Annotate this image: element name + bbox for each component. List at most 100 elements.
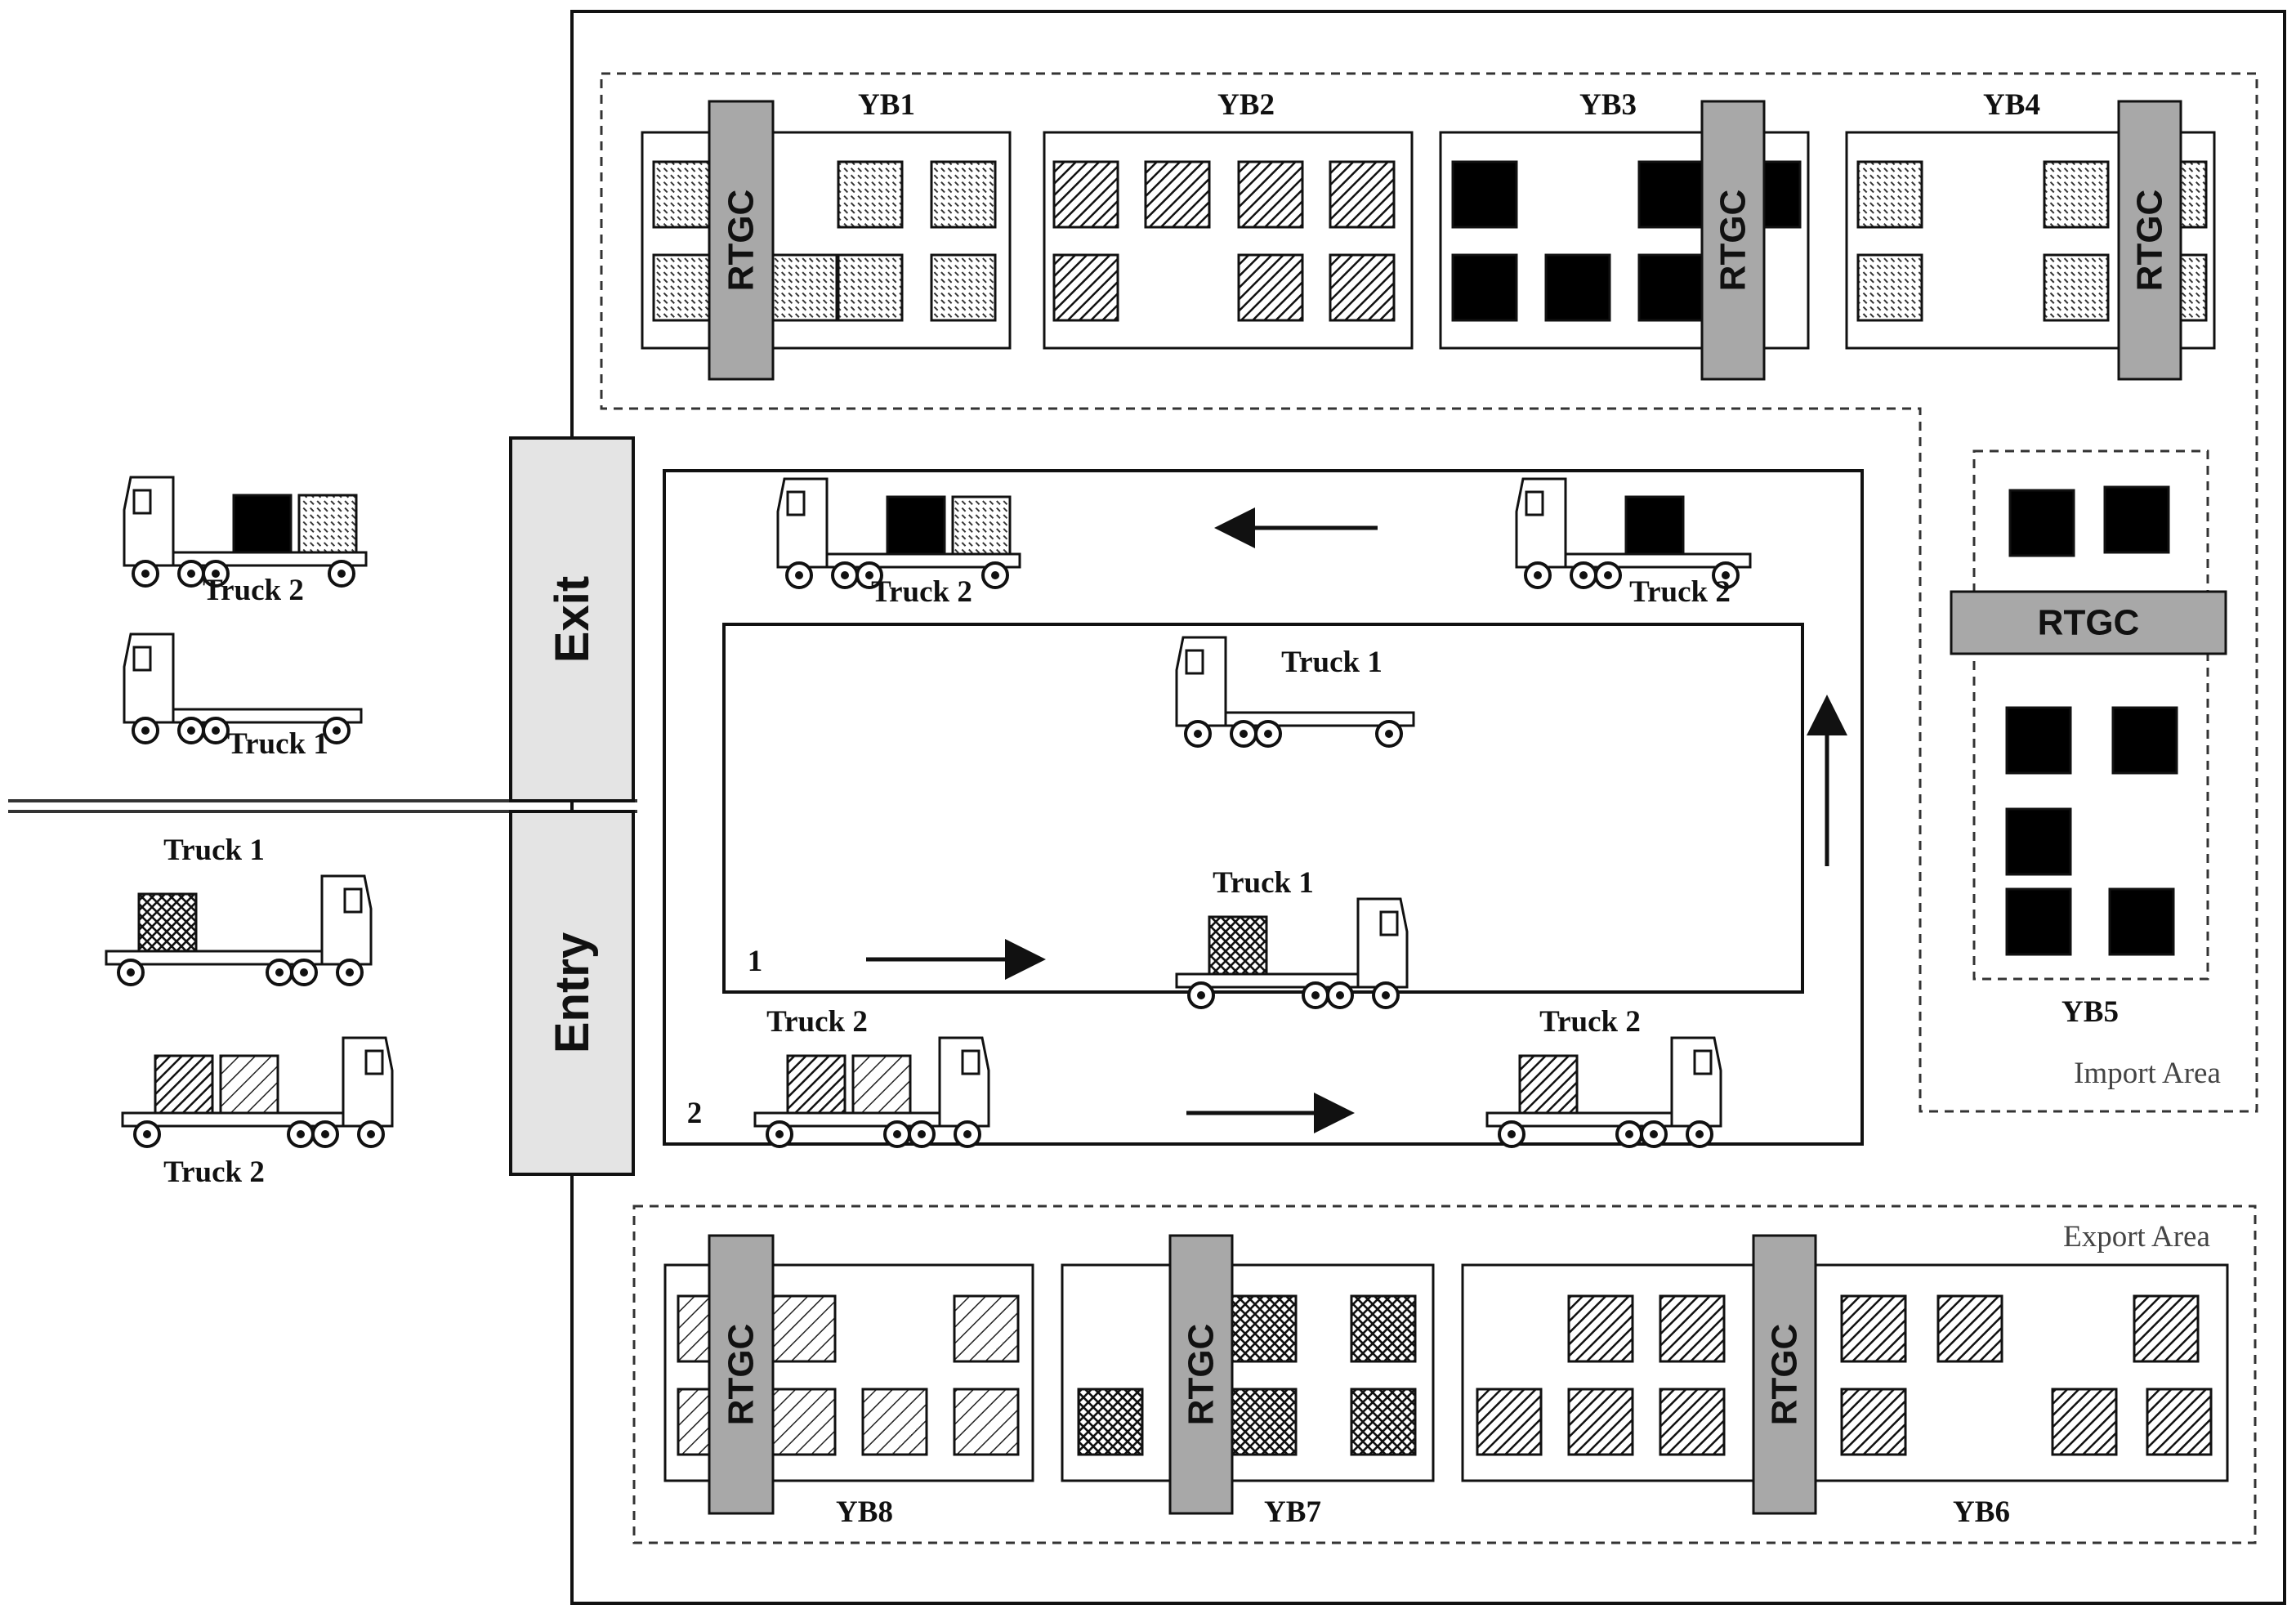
container-light-hatch — [953, 1294, 1020, 1363]
truck-cab — [123, 476, 175, 567]
container-solid-black — [1451, 160, 1518, 229]
yard-block-label-yb8: YB8 — [836, 1495, 893, 1529]
container-solid-black — [2005, 807, 2072, 876]
container-light-hatch — [770, 1388, 837, 1456]
export-area-label: Export Area — [2063, 1220, 2210, 1254]
terminal-boundary — [570, 10, 2286, 1605]
yb5-area-outline — [1972, 449, 2209, 981]
container-crosshatch — [137, 892, 198, 953]
container-crosshatch — [1231, 1388, 1298, 1456]
entry-gate: Entry — [509, 810, 635, 1176]
lane-2-label: 2 — [687, 1097, 703, 1130]
yard-block-yb7: RTGC — [1061, 1234, 1435, 1515]
yard-block-yb4: RTGC — [1845, 100, 2216, 381]
export-area-outline — [632, 1205, 2257, 1544]
truck-label-truck2: Truck 2 — [203, 574, 304, 607]
rtgc-label: RTGC — [2038, 603, 2140, 643]
truck-outside-exit-2 — [123, 476, 368, 588]
yard-block-yb2 — [1043, 131, 1414, 350]
truck-cab — [342, 1036, 394, 1128]
yard-block-label-yb6: YB6 — [1953, 1495, 2010, 1529]
container-dotted — [297, 494, 358, 554]
container-dense-hatch — [1329, 160, 1396, 229]
container-solid-black — [1637, 253, 1704, 322]
container-solid-black — [2103, 485, 2170, 554]
container-dense-hatch — [1840, 1294, 1907, 1363]
container-dense-hatch — [2146, 1388, 2213, 1456]
import-area-label: Import Area — [2074, 1057, 2221, 1090]
container-dense-hatch — [1659, 1294, 1726, 1363]
container-dense-hatch — [1659, 1388, 1726, 1456]
truck-cab — [320, 874, 373, 966]
yard-block-yb5: RTGC — [1950, 485, 2227, 956]
truck-cab — [1515, 477, 1567, 569]
container-dense-hatch — [1936, 1294, 2003, 1363]
container-dotted — [837, 253, 904, 322]
container-dense-hatch — [2051, 1388, 2118, 1456]
container-light-hatch — [770, 1294, 837, 1363]
rtgc-label: RTGC — [721, 1324, 762, 1426]
container-dotted — [652, 160, 719, 229]
trucks — [105, 476, 1752, 1148]
truck-cab — [1175, 636, 1227, 727]
exit-gate-label: Exit — [546, 576, 599, 663]
import-area-outline — [600, 72, 2258, 1113]
entry-gate-label: Entry — [546, 932, 599, 1053]
container-solid-black — [2008, 489, 2075, 557]
container-dense-hatch — [1329, 253, 1396, 322]
container-solid-black — [886, 495, 946, 556]
rtgc-crane-yb7: RTGC — [1168, 1234, 1234, 1515]
container-dotted — [930, 160, 997, 229]
container-dense-hatch — [1518, 1054, 1579, 1115]
container-dotted — [837, 160, 904, 229]
container-dense-hatch — [1237, 160, 1304, 229]
yard-block-label-yb2: YB2 — [1217, 88, 1275, 122]
container-dotted — [2179, 253, 2208, 322]
container-dense-hatch — [1144, 160, 1211, 229]
container-solid-black — [232, 494, 293, 554]
rtgc-crane-yb5: RTGC — [1950, 590, 2227, 655]
truck-cab — [776, 477, 829, 569]
container-light-hatch — [851, 1054, 912, 1115]
lane-1-label: 1 — [748, 945, 763, 978]
container-crosshatch — [1231, 1294, 1298, 1363]
container-solid-black — [1637, 160, 1704, 229]
container-dotted — [1856, 160, 1923, 229]
truck-label-truck2: Truck 2 — [871, 575, 972, 609]
rtgc-label: RTGC — [1765, 1324, 1805, 1426]
rtgc-label: RTGC — [721, 190, 762, 292]
container-dense-hatch — [1237, 253, 1304, 322]
container-crosshatch — [1208, 915, 1268, 976]
truck-label-truck2: Truck 2 — [163, 1155, 265, 1189]
truck-outside-entry-2 — [121, 1036, 394, 1148]
truck-outside-entry-1 — [105, 874, 373, 986]
container-dotted — [930, 253, 997, 322]
yard-block-yb1: RTGC — [641, 100, 1012, 381]
truck-label-truck2: Truck 2 — [1629, 575, 1731, 609]
truck-lane2-bottom-right — [1485, 1036, 1722, 1148]
truck-lane1-bottom — [1175, 897, 1409, 1009]
container-light-hatch — [861, 1388, 928, 1456]
yard-block-label-yb1: YB1 — [858, 88, 915, 122]
truck-lane2-top-left — [776, 477, 1021, 589]
rtgc-crane-yb1: RTGC — [708, 100, 775, 381]
container-dense-hatch — [1476, 1388, 1543, 1456]
container-solid-black — [2005, 887, 2072, 956]
container-dense-hatch — [1567, 1294, 1634, 1363]
container-solid-black — [2108, 887, 2175, 956]
container-dense-hatch — [1840, 1388, 1907, 1456]
container-dense-hatch — [154, 1054, 214, 1115]
yard-block-yb8: RTGC — [663, 1234, 1034, 1515]
truck-label-truck1: Truck 1 — [1213, 866, 1314, 900]
container-dense-hatch — [2133, 1294, 2200, 1363]
container-dotted — [2043, 253, 2110, 322]
container-solid-black — [1451, 253, 1518, 322]
yard-block-yb3: RTGC — [1439, 100, 1810, 381]
truck-cab — [938, 1036, 990, 1128]
truck-lane1-top — [1175, 636, 1415, 748]
container-crosshatch — [1350, 1294, 1417, 1363]
container-solid-black — [1544, 253, 1611, 322]
rtgc-crane-yb8: RTGC — [708, 1234, 775, 1515]
